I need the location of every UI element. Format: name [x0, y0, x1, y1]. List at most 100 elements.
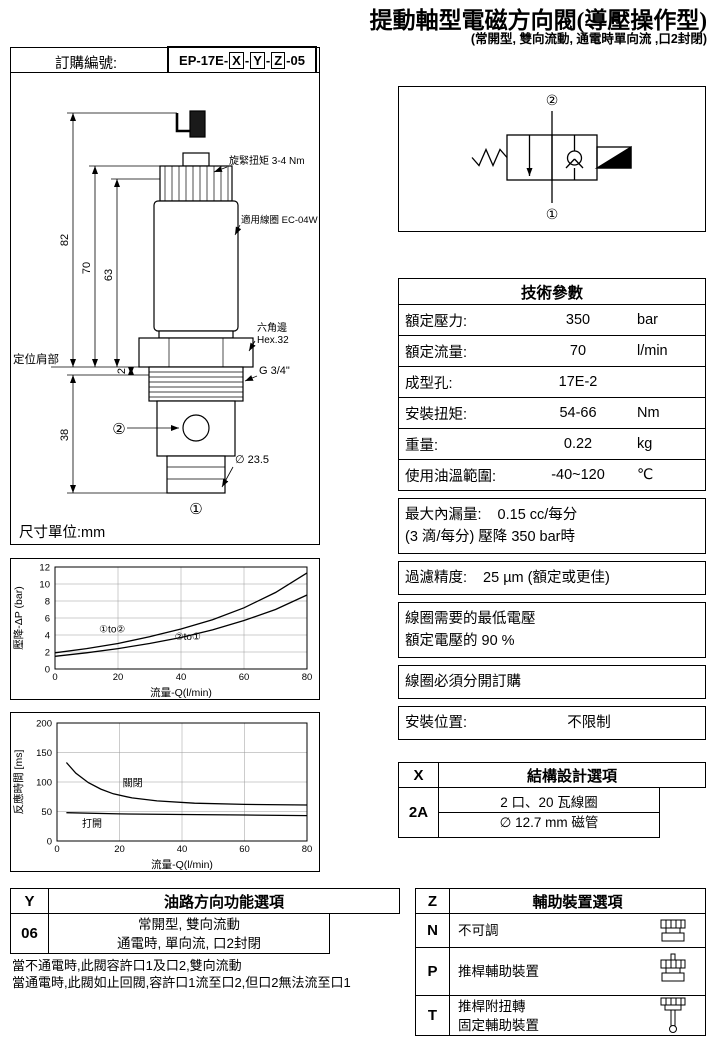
- shoulder-label: 定位肩部: [13, 352, 59, 366]
- page-subtitle: (常開型, 雙向流動, 通電時單向流 ,口2封閉): [470, 32, 707, 46]
- solenoid-fill: [594, 145, 632, 169]
- x-tick-label: 40: [177, 844, 188, 855]
- page-title: 提動軸型電磁方向閥(導壓操作型): [369, 8, 707, 33]
- x-tick-label: 60: [239, 844, 250, 855]
- hex-label-2: Hex.32: [257, 335, 289, 346]
- y-tick-label: 6: [45, 614, 50, 625]
- y-note-energized: 當通電時,此閥如止回閥,容許口1流至口2,但口2無法流至口1: [12, 974, 351, 990]
- x-table-row-2a: 2A 2 口、20 瓦線圈 ∅ 12.7 mm 磁管: [398, 788, 660, 838]
- connector-block: [189, 110, 206, 138]
- y-table-key: Y: [11, 889, 49, 913]
- spring-symbol: [471, 147, 508, 168]
- dimension-lines: [51, 112, 258, 494]
- x-tick-label: 80: [302, 672, 313, 683]
- y-tick-label: 200: [36, 719, 52, 730]
- z-row-key: N: [416, 914, 450, 947]
- param-row-flow: 額定流量: 70 l/min: [398, 336, 706, 367]
- z-table-row-p: P 推桿輔助裝置: [415, 948, 706, 996]
- y-tick-label: 100: [36, 778, 52, 789]
- plot-area: [54, 566, 308, 670]
- y-tick-label: 50: [41, 807, 52, 818]
- hydraulic-symbol-panel: ② ①: [398, 86, 706, 232]
- y-tick-label: 2: [45, 648, 50, 659]
- y-note-deenergized: 當不通電時,此閥容許口1及口2,雙向流動: [12, 958, 242, 973]
- param-unit: Nm: [637, 405, 660, 421]
- y-tick-label: 0: [47, 837, 52, 848]
- y-tick-label: 0: [45, 665, 50, 676]
- y-row-key: 06: [11, 914, 49, 953]
- z-table-title: 輔助裝置選項: [532, 893, 623, 911]
- leakage-label: 最大內漏量:: [405, 507, 482, 523]
- x-tick-label: 40: [176, 672, 187, 683]
- diameter-leader: [221, 466, 234, 488]
- series-line: [65, 762, 308, 806]
- y-table-row-06: 06 常開型, 雙向流動 通電時, 單向流, 口2封閉: [10, 914, 330, 954]
- x-axis-label: 流量-Q(l/min): [151, 858, 213, 871]
- dimension-unit-note: 尺寸單位:mm: [19, 525, 106, 541]
- param-label: 安裝扭矩:: [405, 406, 468, 423]
- series-label: ①to②: [99, 624, 125, 635]
- param-row-temperature: 使用油溫範圍: -40~120 ℃: [398, 460, 706, 491]
- hex-nut: [138, 337, 254, 368]
- x-row-line1: 2 口、20 瓦線圈: [500, 795, 598, 810]
- dim-38: 38: [59, 429, 71, 441]
- x-table-key: X: [399, 763, 439, 787]
- z-row-key: P: [416, 948, 450, 995]
- x-axis-label: 流量-Q(l/min): [150, 686, 212, 699]
- param-unit: bar: [637, 312, 658, 328]
- y-tick-label: 8: [45, 597, 50, 608]
- x-tick-label: 0: [52, 672, 57, 683]
- order-code-prefix: EP-17E-: [179, 52, 229, 68]
- param-unit: kg: [637, 436, 653, 452]
- z-row-label: 推桿附扭轉: [458, 998, 526, 1014]
- leakage-condition: (3 滴/每分) 壓降 350 bar時: [405, 529, 576, 545]
- order-number-code: EP-17E-X-Y-Z-05: [167, 46, 317, 74]
- z-row-key: T: [416, 996, 450, 1035]
- order-code-sep1: -: [244, 52, 250, 68]
- torque-label: 旋緊扭矩 3-4 Nm: [229, 154, 305, 167]
- filtration-value: 25 µm (額定或更佳): [483, 570, 610, 586]
- order-number-label: 訂購編號:: [55, 56, 118, 72]
- param-value: 70: [569, 343, 587, 359]
- param-block-min-voltage: 線圈需要的最低電壓 額定電壓的 90 %: [398, 602, 706, 658]
- series-label: 關閉: [123, 778, 143, 790]
- dim-2: 2: [116, 368, 128, 374]
- port-1-marker: ①: [189, 501, 202, 518]
- cable-line: [175, 113, 190, 133]
- coil-leader: [234, 224, 242, 236]
- symbol-port-1: ①: [546, 206, 559, 222]
- y-axis-label: 反應時間 [ms]: [12, 750, 25, 815]
- param-value: 54-66: [559, 405, 597, 421]
- z-table-row-n: N 不可調: [415, 914, 706, 948]
- series-line: [66, 812, 308, 817]
- x-table-title: 結構設計選項: [526, 767, 617, 785]
- filtration-label: 過濾精度:: [405, 570, 468, 586]
- check-valve-ball: [566, 150, 583, 166]
- nut-neck: [182, 152, 210, 167]
- x-tick-label: 80: [302, 844, 313, 855]
- order-code-y: Y: [250, 51, 265, 69]
- param-value: -40~120: [551, 467, 605, 483]
- y-tick-label: 4: [45, 631, 50, 642]
- x-tick-label: 20: [113, 672, 124, 683]
- cross-port-hole: [182, 414, 210, 442]
- hex-label-1: 六角邊: [257, 321, 287, 334]
- param-value: 17E-2: [558, 374, 598, 390]
- series-label: 打開: [82, 817, 102, 830]
- y-axis-label: 壓降-ΔP (bar): [12, 586, 25, 649]
- order-code-sep2: -: [265, 52, 271, 68]
- param-label: 額定壓力:: [405, 313, 468, 330]
- hydraulic-symbol: ② ①: [471, 92, 632, 222]
- x-row-line2: ∅ 12.7 mm 磁管: [439, 812, 659, 832]
- hex-leader: [248, 340, 256, 352]
- z-table-row-t: T 推桿附扭轉 固定輔助裝置: [415, 996, 706, 1036]
- z-row-label: 推桿輔助裝置: [458, 964, 539, 979]
- series-line: [54, 594, 308, 657]
- order-code-z: Z: [271, 51, 286, 69]
- param-label: 使用油溫範圍:: [405, 468, 497, 485]
